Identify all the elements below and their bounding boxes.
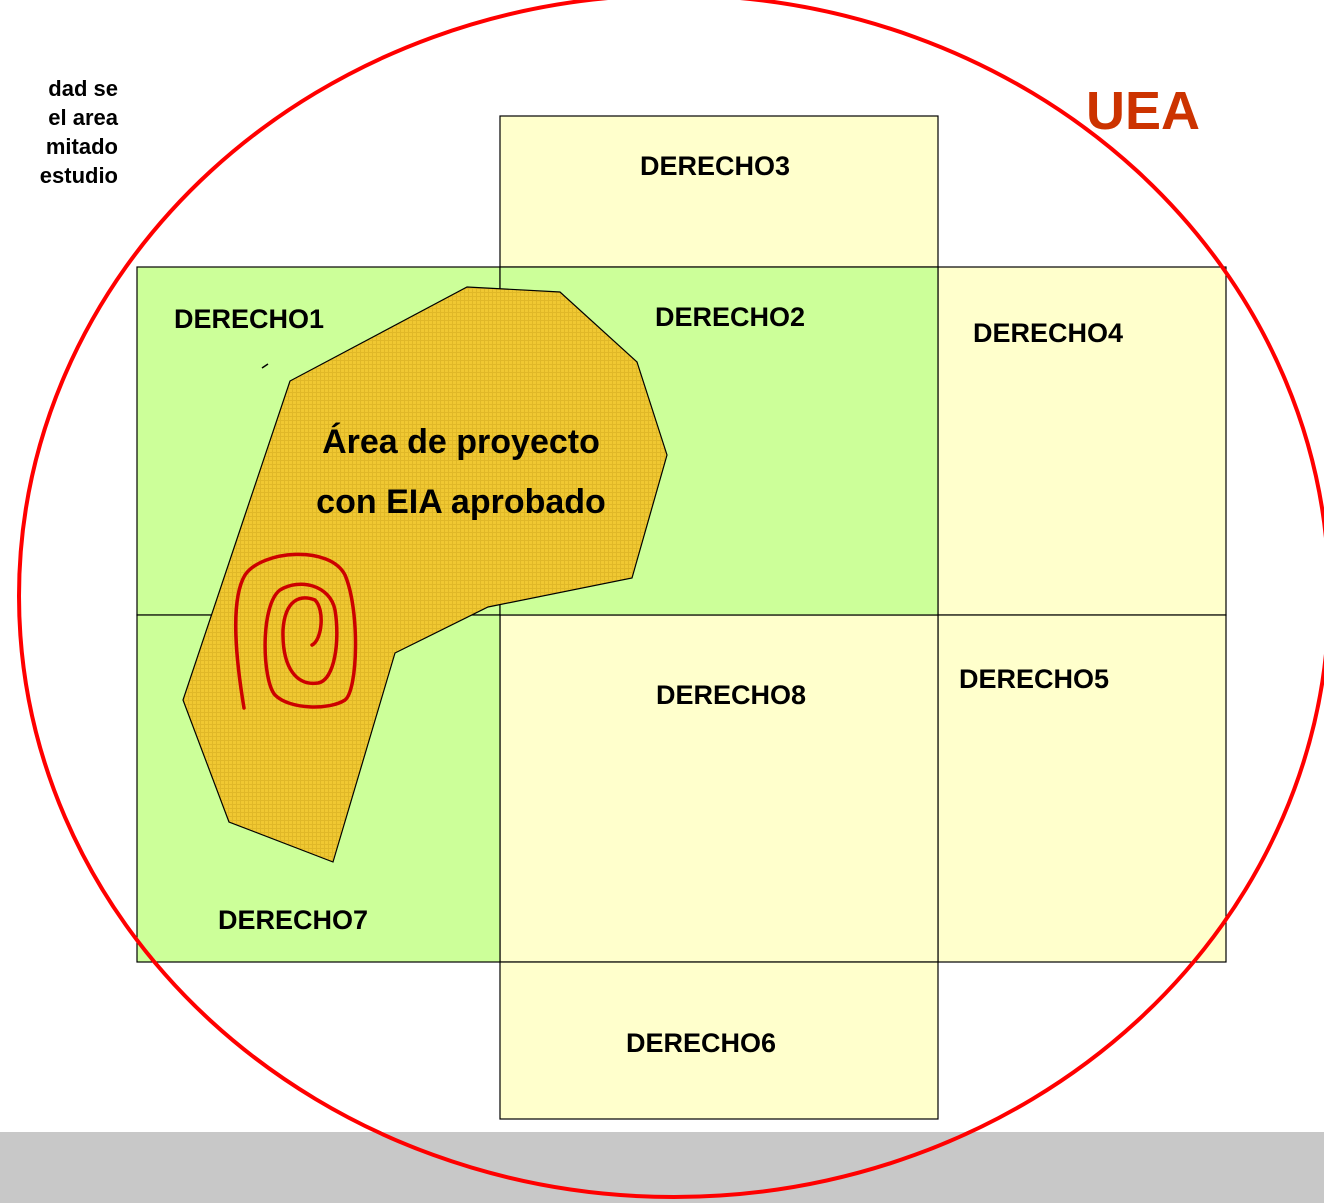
- side-note-line: el area: [48, 105, 118, 130]
- project-area-label-line1: Área de proyecto: [322, 423, 600, 461]
- parcel-derecho6: [499, 961, 939, 1120]
- project-area-polygon: [182, 286, 668, 863]
- uea-label: UEA: [1086, 81, 1200, 141]
- side-note-line: mitado: [45, 134, 118, 159]
- parcel-derecho5: [937, 614, 1227, 963]
- side-note-line: dad se: [48, 76, 118, 101]
- side-note: dad se el area mitado estudio: [0, 74, 118, 190]
- label-derecho8: DERECHO8: [656, 680, 806, 710]
- footer-band: [0, 1132, 1324, 1203]
- label-derecho2: DERECHO2: [655, 302, 805, 332]
- label-derecho1: DERECHO1: [174, 304, 324, 334]
- side-note-line: estudio: [39, 163, 118, 188]
- project-area-label-line2: con EIA aprobado: [316, 483, 606, 521]
- spiral-mark: [234, 552, 358, 710]
- label-derecho3: DERECHO3: [640, 151, 790, 181]
- label-derecho5: DERECHO5: [959, 664, 1109, 694]
- parcel-derecho3: [499, 115, 939, 268]
- uea-boundary-ellipse: [17, 0, 1324, 1199]
- parcel-derecho4: [937, 266, 1227, 616]
- label-derecho6: DERECHO6: [626, 1028, 776, 1058]
- tick-mark: [261, 363, 269, 369]
- parcel-derecho8: [499, 614, 939, 963]
- label-derecho4: DERECHO4: [973, 318, 1123, 348]
- label-derecho7: DERECHO7: [218, 905, 368, 935]
